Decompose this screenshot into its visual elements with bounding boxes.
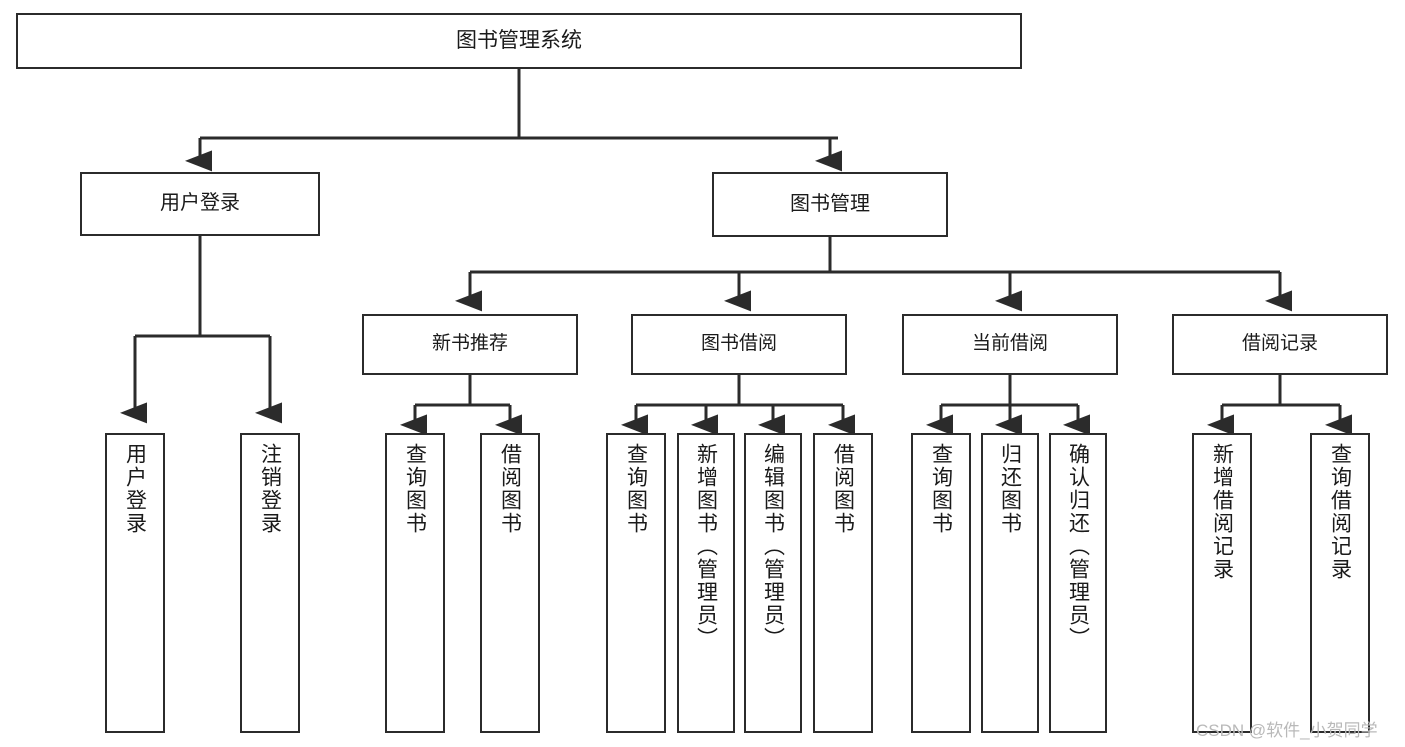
node-book-manage-label: 图书管理 <box>790 192 870 215</box>
leaf-borrow-book-1[interactable]: 借阅图书 <box>480 433 540 733</box>
leaf-return-book[interactable]: 归还图书 <box>981 433 1039 733</box>
leaf-user-login-label: 用户登录 <box>123 443 147 535</box>
node-root[interactable]: 图书管理系统 <box>16 13 1022 69</box>
leaf-borrow-book-2[interactable]: 借阅图书 <box>813 433 873 733</box>
leaf-add-record-label: 新增借阅记录 <box>1210 443 1234 581</box>
leaf-confirm-return[interactable]: 确认归还（管理员） <box>1049 433 1107 733</box>
leaf-confirm-return-label: 确认归还（管理员） <box>1066 443 1090 650</box>
node-root-label: 图书管理系统 <box>456 28 582 52</box>
leaf-query-record[interactable]: 查询借阅记录 <box>1310 433 1370 733</box>
node-user-login-label: 用户登录 <box>160 192 240 215</box>
leaf-query-record-label: 查询借阅记录 <box>1328 443 1352 581</box>
node-new-book-recommend-label: 新书推荐 <box>431 333 508 355</box>
node-current-borrow-label: 当前借阅 <box>971 333 1048 355</box>
leaf-edit-book[interactable]: 编辑图书（管理员） <box>744 433 802 733</box>
leaf-add-book[interactable]: 新增图书（管理员） <box>677 433 735 733</box>
leaf-add-record[interactable]: 新增借阅记录 <box>1192 433 1252 733</box>
node-new-book-recommend[interactable]: 新书推荐 <box>362 314 578 375</box>
leaf-user-login[interactable]: 用户登录 <box>105 433 165 733</box>
node-book-manage[interactable]: 图书管理 <box>712 172 948 237</box>
node-borrow-record-label: 借阅记录 <box>1241 333 1318 355</box>
leaf-query-book-1-label: 查询图书 <box>403 443 427 535</box>
leaf-logout-label: 注销登录 <box>258 443 282 535</box>
leaf-edit-book-label: 编辑图书（管理员） <box>761 443 785 650</box>
leaf-query-book-3[interactable]: 查询图书 <box>911 433 971 733</box>
leaf-borrow-book-1-label: 借阅图书 <box>498 443 522 535</box>
leaf-add-book-label: 新增图书（管理员） <box>694 443 718 650</box>
node-book-borrow-label: 图书借阅 <box>700 333 777 355</box>
leaf-query-book-1[interactable]: 查询图书 <box>385 433 445 733</box>
leaf-query-book-2-label: 查询图书 <box>624 443 648 535</box>
node-current-borrow[interactable]: 当前借阅 <box>902 314 1118 375</box>
leaf-borrow-book-2-label: 借阅图书 <box>831 443 855 535</box>
leaf-query-book-3-label: 查询图书 <box>929 443 953 535</box>
leaf-return-book-label: 归还图书 <box>998 443 1022 535</box>
node-user-login[interactable]: 用户登录 <box>80 172 320 236</box>
csdn-watermark: CSDN @软件_小贺同学 <box>1196 721 1378 740</box>
leaf-logout[interactable]: 注销登录 <box>240 433 300 733</box>
node-borrow-record[interactable]: 借阅记录 <box>1172 314 1388 375</box>
leaf-query-book-2[interactable]: 查询图书 <box>606 433 666 733</box>
node-book-borrow[interactable]: 图书借阅 <box>631 314 847 375</box>
